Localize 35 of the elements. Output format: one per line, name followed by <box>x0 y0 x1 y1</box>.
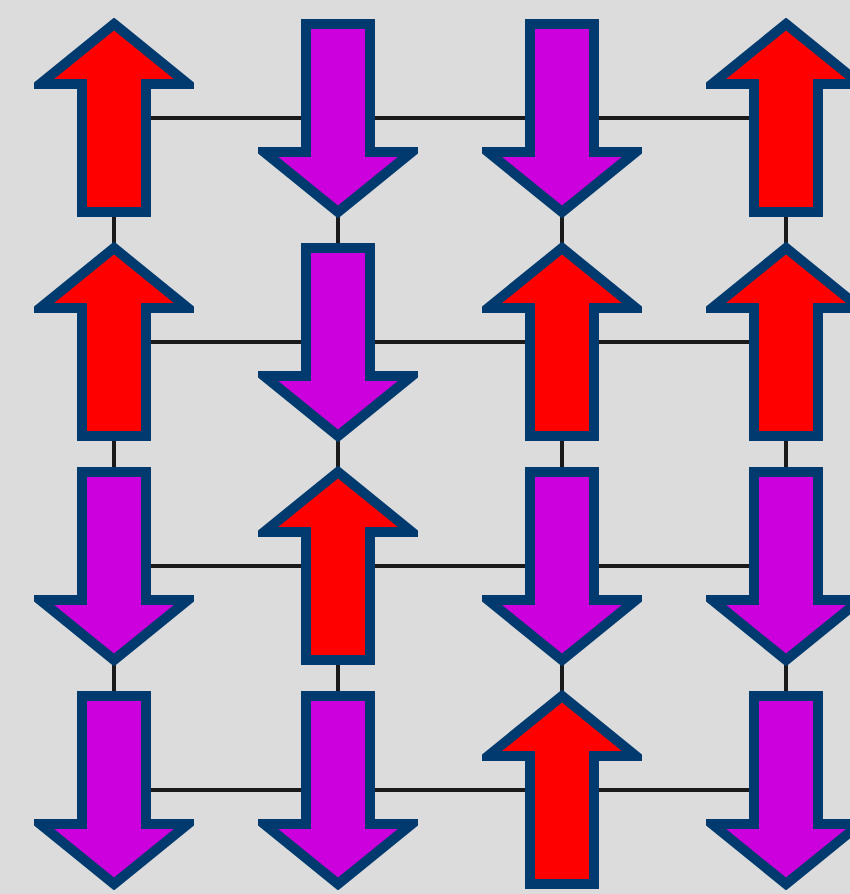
block-arrow-icon <box>482 18 642 218</box>
block-arrow-icon <box>258 690 418 890</box>
block-arrow-icon <box>34 242 194 442</box>
connector-line <box>594 116 754 120</box>
connector-line <box>336 438 340 470</box>
connector-line <box>370 788 530 792</box>
block-arrow-icon <box>482 242 642 442</box>
block-arrow-icon <box>706 690 850 890</box>
connector-line <box>112 438 116 470</box>
block-arrow-icon <box>34 690 194 890</box>
block-arrow-icon <box>706 466 850 666</box>
connector-line <box>336 662 340 694</box>
connector-line <box>560 438 564 470</box>
block-arrow-icon <box>34 466 194 666</box>
connector-line <box>336 214 340 246</box>
connector-line <box>784 662 788 694</box>
connector-line <box>112 214 116 246</box>
block-arrow-icon <box>258 18 418 218</box>
block-arrow-icon <box>34 18 194 218</box>
block-arrow-icon <box>706 242 850 442</box>
block-arrow-icon <box>482 690 642 890</box>
connector-line <box>112 662 116 694</box>
connector-line <box>560 662 564 694</box>
connector-line <box>784 214 788 246</box>
connector-line <box>370 340 530 344</box>
connector-line <box>370 116 530 120</box>
connector-line <box>784 438 788 470</box>
connector-line <box>146 788 306 792</box>
connector-line <box>146 564 306 568</box>
block-arrow-icon <box>706 18 850 218</box>
block-arrow-icon <box>258 466 418 666</box>
connector-line <box>594 564 754 568</box>
block-arrow-icon <box>482 466 642 666</box>
connector-line <box>560 214 564 246</box>
block-arrow-icon <box>258 242 418 442</box>
